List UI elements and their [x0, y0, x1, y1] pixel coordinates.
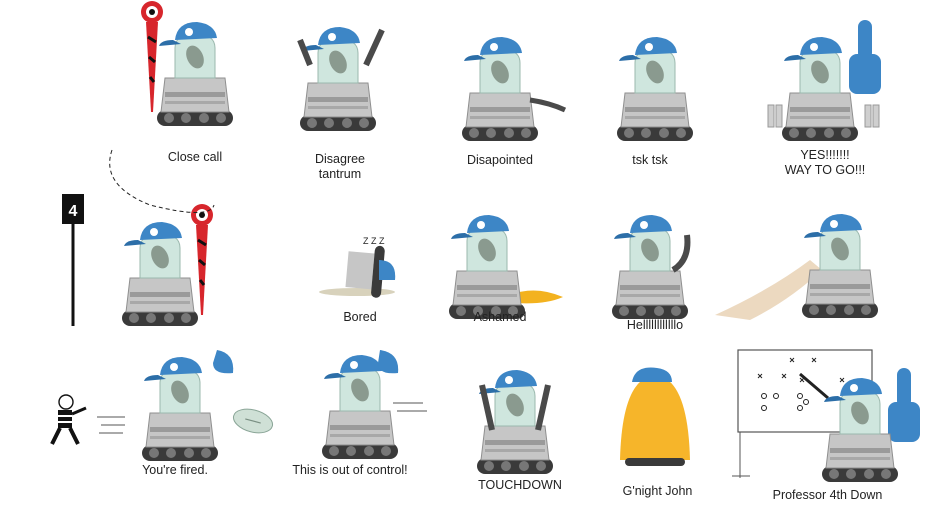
caption-goodnight: G'night John — [622, 484, 693, 498]
caption-disagree-line2: tantrum — [318, 167, 362, 181]
referee-icon — [50, 394, 87, 445]
robot-icon — [461, 36, 539, 142]
pylon-icon — [189, 202, 215, 317]
robot-icon — [156, 21, 234, 127]
goodnight-figure — [610, 360, 700, 470]
tsk-figure — [610, 36, 700, 142]
scroll-figure — [710, 213, 880, 320]
ashamed-figure — [445, 214, 570, 320]
caption-ashamed: Ashamed — [473, 310, 527, 324]
caption-tsk: tsk tsk — [632, 153, 668, 167]
down-marker-icon: 4 — [69, 203, 78, 220]
caption-out-of-control: This is out of control! — [292, 463, 408, 477]
out-of-control-figure — [225, 345, 435, 460]
caption-disagree: Disagree tantrum — [290, 152, 390, 182]
down-marker-figure: 4 — [58, 190, 88, 330]
close-call-2-figure — [109, 149, 230, 330]
robot-icon — [616, 36, 694, 142]
caption-professor: Professor 4th Down — [772, 488, 883, 502]
robot-icon — [299, 26, 377, 132]
close-call-figure — [110, 0, 240, 140]
caption-yes-line2: WAY TO GO!!! — [784, 163, 866, 177]
disagree-figure — [290, 20, 400, 145]
sleep-text: Z Z Z — [363, 236, 385, 246]
robot-icon — [448, 214, 526, 320]
professor-figure — [720, 348, 920, 483]
bored-figure: Z Z Z — [315, 230, 405, 300]
caption-disagree-line1: Disagree — [314, 152, 366, 166]
robot-icon — [141, 356, 219, 462]
caption-hello: Hellllllllllllo — [626, 318, 684, 332]
caption-yes-line1: YES!!!!!!! — [800, 148, 850, 162]
caption-fired: You're fired. — [142, 463, 208, 477]
caption-close-call: Close call — [167, 150, 223, 164]
caption-disappointed: Disapointed — [466, 153, 533, 167]
caption-touchdown: TOUCHDOWN — [478, 478, 562, 492]
yes-figure — [760, 5, 890, 142]
robot-icon — [121, 221, 199, 327]
disappointed-figure — [455, 35, 575, 142]
hello-figure — [605, 214, 705, 320]
fired-figure — [95, 345, 245, 462]
pylon-icon — [139, 0, 165, 114]
caption-bored: Bored — [343, 310, 377, 324]
robot-icon — [781, 36, 859, 142]
caption-yes: YES!!!!!!! WAY TO GO!!! — [770, 148, 880, 178]
foam-finger-icon — [849, 20, 881, 94]
foam-finger-icon — [888, 368, 920, 442]
touchdown-figure — [470, 360, 560, 475]
football-icon — [230, 404, 276, 438]
referee-figure — [48, 392, 88, 452]
